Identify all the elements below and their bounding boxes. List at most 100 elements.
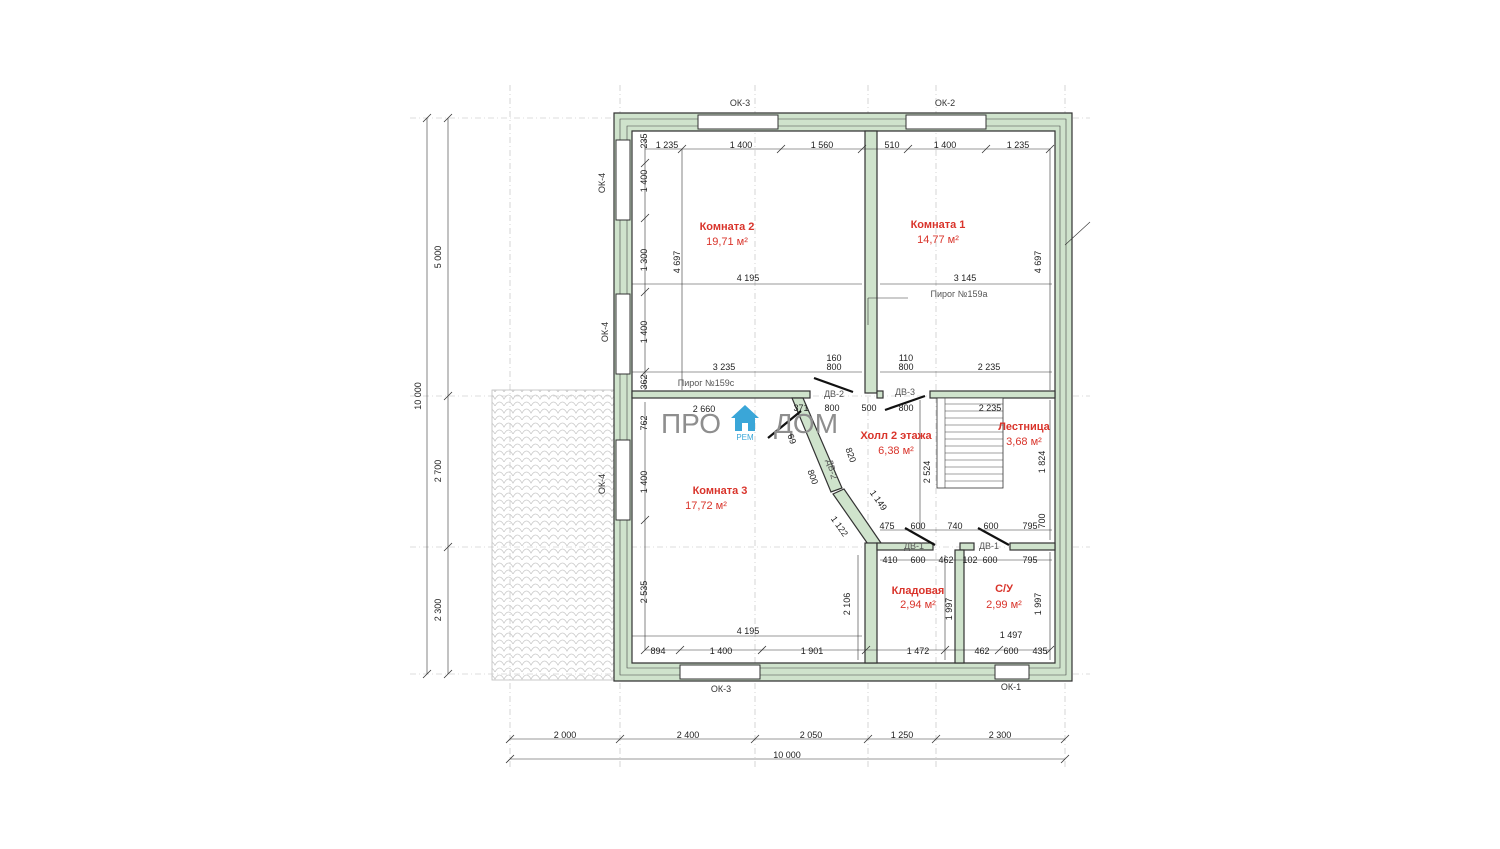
dim-text: 795 [1022, 521, 1037, 531]
window-label: ОК-4 [597, 173, 607, 193]
window-label: ОК-4 [597, 474, 607, 494]
door-label: ДВ-3 [895, 387, 915, 397]
door-label: ДВ-1 [979, 541, 999, 551]
dim-text: 4 195 [737, 273, 760, 283]
room-name-storage: Кладовая [892, 585, 945, 597]
dim-text: 1 497 [1000, 630, 1023, 640]
left-axis-segment: 2 300 [433, 599, 443, 622]
door-label: ДВ-2 [824, 389, 844, 399]
dim-text: 1 149 [868, 488, 889, 512]
logo: ПРО РЕМ ДОМ [661, 405, 838, 442]
window-label: ОК-1 [1001, 682, 1021, 692]
dim-text: 1 400 [730, 140, 753, 150]
dim-text: 2 660 [693, 404, 716, 414]
pie-label: Пирог №159с [678, 378, 735, 388]
dim-text: 462 [938, 555, 953, 565]
element-labels: ОК-3 ОК-2 ОК-4 ОК-4 ОК-4 ОК-3 ОК-1 ДВ-2 … [597, 98, 1021, 694]
dim-text: 102 [962, 555, 977, 565]
dim-text: 600 [1003, 646, 1018, 656]
dim-text: 762 [639, 415, 649, 430]
bottom-axis-total: 10 000 [773, 750, 801, 760]
house-icon [731, 405, 759, 431]
room-area-room-1: 14,77 м² [917, 234, 959, 246]
dim-text: 160 [826, 353, 841, 363]
left-axis-segment: 2 700 [433, 460, 443, 483]
dim-text: 110 [899, 353, 913, 363]
dim-text: 800 [898, 362, 913, 372]
dim-text: 2 235 [978, 362, 1001, 372]
dim-text: 69 [785, 433, 798, 446]
bottom-axis-segment: 2 050 [800, 730, 823, 740]
room-name-room-2: Комната 2 [700, 221, 755, 233]
door-swings [767, 376, 1010, 546]
terrace [491, 389, 615, 681]
room-name-room-3: Комната 3 [693, 485, 748, 497]
dim-text: 4 697 [672, 251, 682, 274]
dim-text: 800 [826, 362, 841, 372]
dim-text: 2 524 [922, 461, 932, 484]
dim-text: 3 235 [713, 362, 736, 372]
dim-text: 1 400 [710, 646, 733, 656]
dim-text: 410 [882, 555, 897, 565]
logo-text-left: ПРО [661, 408, 721, 439]
left-axis-total: 10 000 [413, 382, 423, 410]
dim-text: 362 [639, 374, 649, 389]
dim-text: 510 [884, 140, 899, 150]
dim-text: 1 560 [811, 140, 834, 150]
room-name-room-1: Комната 1 [911, 219, 966, 231]
dim-text: 4 195 [737, 626, 760, 636]
room-name-stairs: Лестница [998, 421, 1050, 433]
dim-text: 1 472 [907, 646, 930, 656]
room-name-bathroom: С/У [995, 583, 1013, 595]
window-label: ОК-3 [711, 684, 731, 694]
dim-text: 800 [898, 403, 913, 413]
interior-walls [631, 130, 1056, 664]
bottom-axis-segment: 1 250 [891, 730, 914, 740]
dim-text: 600 [910, 555, 925, 565]
logo-sub: РЕМ [736, 433, 754, 442]
dim-text: 1 235 [1007, 140, 1030, 150]
dim-text: 800 [824, 403, 839, 413]
dimension-lines [426, 118, 1091, 760]
room-name-hall: Холл 2 этажа [860, 430, 932, 442]
window-label: ОК-3 [730, 98, 750, 108]
windows-marks [615, 114, 1030, 680]
dim-text: 1 122 [829, 514, 850, 538]
room-area-room-3: 17,72 м² [685, 500, 727, 512]
dim-text: 3 145 [954, 273, 977, 283]
dim-text: 600 [910, 521, 925, 531]
bottom-axis-segment: 2 000 [554, 730, 577, 740]
dim-text: 1 997 [1033, 593, 1043, 616]
room-area-room-2: 19,71 м² [706, 236, 748, 248]
logo-text-right: ДОМ [774, 408, 838, 439]
dim-text: 1 300 [639, 249, 649, 272]
dim-text: 600 [983, 521, 998, 531]
staircase [936, 397, 1004, 489]
dim-text: 2 235 [979, 403, 1002, 413]
dim-text: 2 106 [842, 593, 852, 616]
dim-text: 600 [982, 555, 997, 565]
dim-text: 1 400 [639, 321, 649, 344]
dim-text: 475 [879, 521, 894, 531]
room-area-storage: 2,94 м² [900, 599, 936, 611]
dim-text: 700 [1037, 513, 1047, 528]
door-label: ДВ-1 [904, 541, 924, 551]
dim-text: 1 400 [639, 471, 649, 494]
inner-dimensions: 1 235 1 400 1 560 510 1 400 1 235 235 1 … [639, 133, 1048, 656]
axis-dimensions: 2 000 2 400 2 050 1 250 2 300 10 000 5 0… [413, 246, 1011, 760]
dimension-ticks [422, 113, 1070, 764]
bottom-axis-segment: 2 400 [677, 730, 700, 740]
dim-text: 235 [639, 133, 649, 148]
room-area-hall: 6,38 м² [878, 445, 914, 457]
dim-text: 800 [806, 468, 821, 486]
dim-text: 1 235 [656, 140, 679, 150]
bottom-axis-segment: 2 300 [989, 730, 1012, 740]
dim-text: 1 400 [934, 140, 957, 150]
dim-text: 795 [1022, 555, 1037, 565]
window-label: ОК-2 [935, 98, 955, 108]
dim-text: 2 535 [639, 581, 649, 604]
dim-text: 1 824 [1037, 451, 1047, 474]
dim-text: 1 400 [639, 170, 649, 193]
dim-text: 820 [844, 446, 859, 464]
